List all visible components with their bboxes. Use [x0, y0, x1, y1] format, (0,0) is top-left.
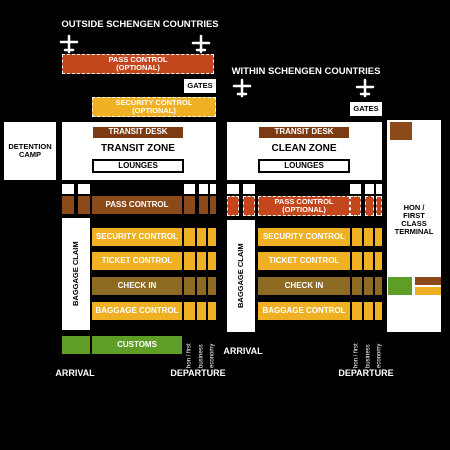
- departure-plane-icon: [191, 34, 211, 54]
- left-connector-4: [199, 184, 208, 194]
- security-control-optional: SECURITY CONTROL (OPTIONAL): [92, 97, 216, 117]
- left-lane-label-economy: economy: [209, 343, 216, 368]
- within-schengen-header: WITHIN SCHENGEN COUNTRIES: [231, 66, 381, 78]
- left-pass-small-3: [184, 196, 195, 214]
- left-chk-lane-3: [208, 277, 216, 295]
- right-gates: GATES: [350, 102, 382, 116]
- customs: CUSTOMS: [92, 336, 182, 354]
- right-tkt-lane-1: [352, 252, 362, 270]
- left-sec-lane-2: [197, 228, 206, 246]
- right-pass-small-2: [243, 196, 255, 216]
- arrival-plane-icon: [59, 34, 79, 54]
- left-baggage-claim-label: BAGGAGE CLAIM: [71, 241, 81, 307]
- pass-control-optional-top: PASS CONTROL (OPTIONAL): [62, 54, 214, 74]
- right-tkt-lane-3: [375, 252, 382, 270]
- left-ticket-control: TICKET CONTROL: [92, 252, 182, 270]
- left-bag-lane-2: [197, 302, 206, 320]
- left-pass-small-5: [210, 196, 216, 214]
- left-connector-3: [184, 184, 195, 194]
- right-lounges: LOUNGES: [258, 159, 350, 173]
- right-sec-lane-2: [364, 228, 373, 246]
- left-bag-lane-3: [208, 302, 216, 320]
- right-connector-4: [365, 184, 374, 194]
- right-bag-lane-1: [352, 302, 362, 320]
- detention-camp: DETENTION CAMP: [4, 122, 56, 180]
- right-connector-1: [227, 184, 239, 194]
- right-pass-small-3: [350, 196, 361, 216]
- left-chk-lane-2: [197, 277, 206, 295]
- right-baggage-claim-label: BAGGAGE CLAIM: [236, 243, 246, 309]
- right-bag-lane-3: [375, 302, 382, 320]
- right-lane-label-first: hon / first: [353, 343, 360, 368]
- customs-small: [62, 336, 90, 354]
- left-connector-2: [78, 184, 90, 194]
- right-connector-2: [243, 184, 255, 194]
- right-baggage-claim: BAGGAGE CLAIM: [227, 220, 255, 332]
- hon-gold-marker: [415, 287, 441, 295]
- left-connector-5: [210, 184, 216, 194]
- left-lounges: LOUNGES: [92, 159, 184, 173]
- clean-zone-label: CLEAN ZONE: [271, 142, 337, 154]
- left-transit-desk: TRANSIT DESK: [92, 126, 184, 139]
- hon-green-marker: [388, 277, 412, 295]
- right-tkt-lane-2: [364, 252, 373, 270]
- right-connector-3: [350, 184, 361, 194]
- schengen-arrival-plane-icon: [232, 78, 252, 98]
- right-chk-lane-2: [364, 277, 373, 295]
- right-ticket-control: TICKET CONTROL: [258, 252, 350, 270]
- right-lane-label-economy: economy: [376, 343, 383, 368]
- left-pass-small-2: [78, 196, 90, 214]
- left-sec-lane-3: [208, 228, 216, 246]
- left-security-control: SECURITY CONTROL: [92, 228, 182, 246]
- left-lane-label-first: hon / first: [186, 343, 193, 368]
- left-sec-lane-1: [184, 228, 195, 246]
- left-pass-small-4: [199, 196, 208, 214]
- left-gates: GATES: [184, 79, 216, 93]
- right-sec-lane-3: [375, 228, 382, 246]
- right-baggage-control: BAGGAGE CONTROL: [258, 302, 350, 320]
- right-pass-control-optional: PASS CONTROL (OPTIONAL): [258, 196, 350, 216]
- left-baggage-control: BAGGAGE CONTROL: [92, 302, 182, 320]
- left-arrival-label: ARRIVAL: [55, 368, 95, 379]
- left-pass-small-1: [62, 196, 74, 214]
- left-departure-label: DEPARTURE: [170, 368, 226, 379]
- left-chk-lane-1: [184, 277, 195, 295]
- hon-terminal-label: HON / FIRST CLASS TERMINAL: [394, 203, 434, 236]
- right-chk-lane-1: [352, 277, 362, 295]
- left-check-in: CHECK IN: [92, 277, 182, 295]
- right-transit-desk: TRANSIT DESK: [258, 126, 350, 139]
- transit-zone-label: TRANSIT ZONE: [101, 142, 175, 154]
- right-security-control: SECURITY CONTROL: [258, 228, 350, 246]
- schengen-departure-plane-icon: [355, 78, 375, 98]
- left-bag-lane-1: [184, 302, 195, 320]
- right-arrival-label: ARRIVAL: [223, 346, 263, 357]
- hon-first-class-terminal: [387, 120, 441, 332]
- right-pass-small-4: [365, 196, 374, 216]
- right-connector-5: [376, 184, 382, 194]
- outside-schengen-header: OUTSIDE SCHENGEN COUNTRIES: [61, 19, 219, 31]
- hon-pass-marker: [415, 277, 441, 285]
- left-pass-control: PASS CONTROL: [92, 196, 182, 214]
- right-departure-label: DEPARTURE: [338, 368, 394, 379]
- right-sec-lane-1: [352, 228, 362, 246]
- right-bag-lane-2: [364, 302, 373, 320]
- right-pass-small-1: [227, 196, 239, 216]
- right-lane-label-business: business: [365, 344, 372, 368]
- right-pass-small-5: [376, 196, 382, 216]
- left-tkt-lane-1: [184, 252, 195, 270]
- right-chk-lane-3: [375, 277, 382, 295]
- left-tkt-lane-3: [208, 252, 216, 270]
- left-tkt-lane-2: [197, 252, 206, 270]
- left-baggage-claim: BAGGAGE CLAIM: [62, 218, 90, 330]
- hon-top-marker: [390, 122, 412, 140]
- right-check-in: CHECK IN: [258, 277, 350, 295]
- left-connector-1: [62, 184, 74, 194]
- left-lane-label-business: business: [198, 344, 205, 368]
